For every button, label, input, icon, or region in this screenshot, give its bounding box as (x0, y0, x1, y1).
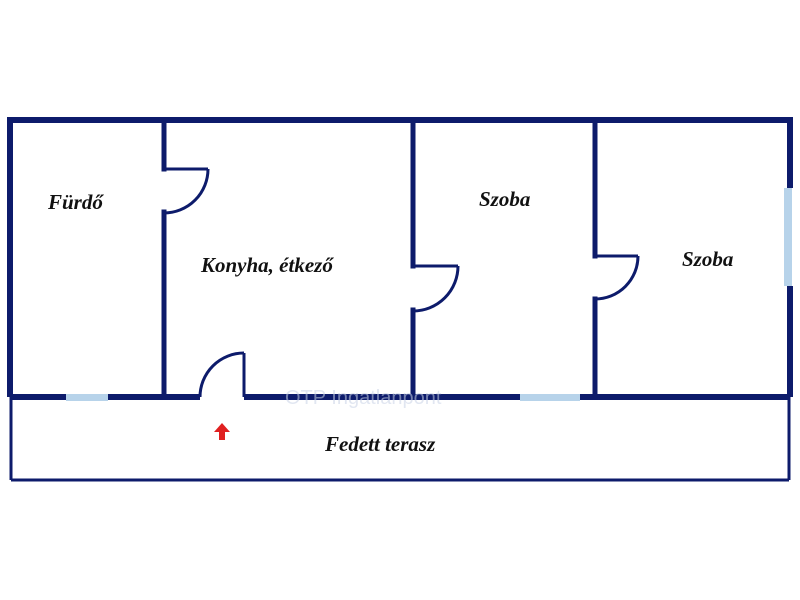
door-bathroom (163, 167, 210, 215)
door-entrance (198, 351, 246, 398)
door-kitchen-middle-room (412, 264, 460, 313)
room-label-terrace: Fedett terasz (324, 432, 436, 456)
door-middle-right-room (594, 254, 640, 301)
room-label-kitchen: Konyha, étkező (200, 253, 334, 277)
room-label-right-room: Szoba (682, 247, 733, 271)
window-right-room (784, 188, 792, 286)
interior-walls (161, 117, 598, 400)
room-label-bathroom: Fürdő (47, 190, 104, 214)
outer-walls (7, 117, 793, 400)
watermark: OTP Ingatlanpont (285, 387, 442, 409)
window-middle-room (520, 394, 580, 401)
terrace-outline (9, 397, 791, 482)
up-arrow-icon (214, 423, 230, 440)
window-bathroom (66, 394, 108, 401)
room-label-middle-room: Szoba (479, 187, 530, 211)
